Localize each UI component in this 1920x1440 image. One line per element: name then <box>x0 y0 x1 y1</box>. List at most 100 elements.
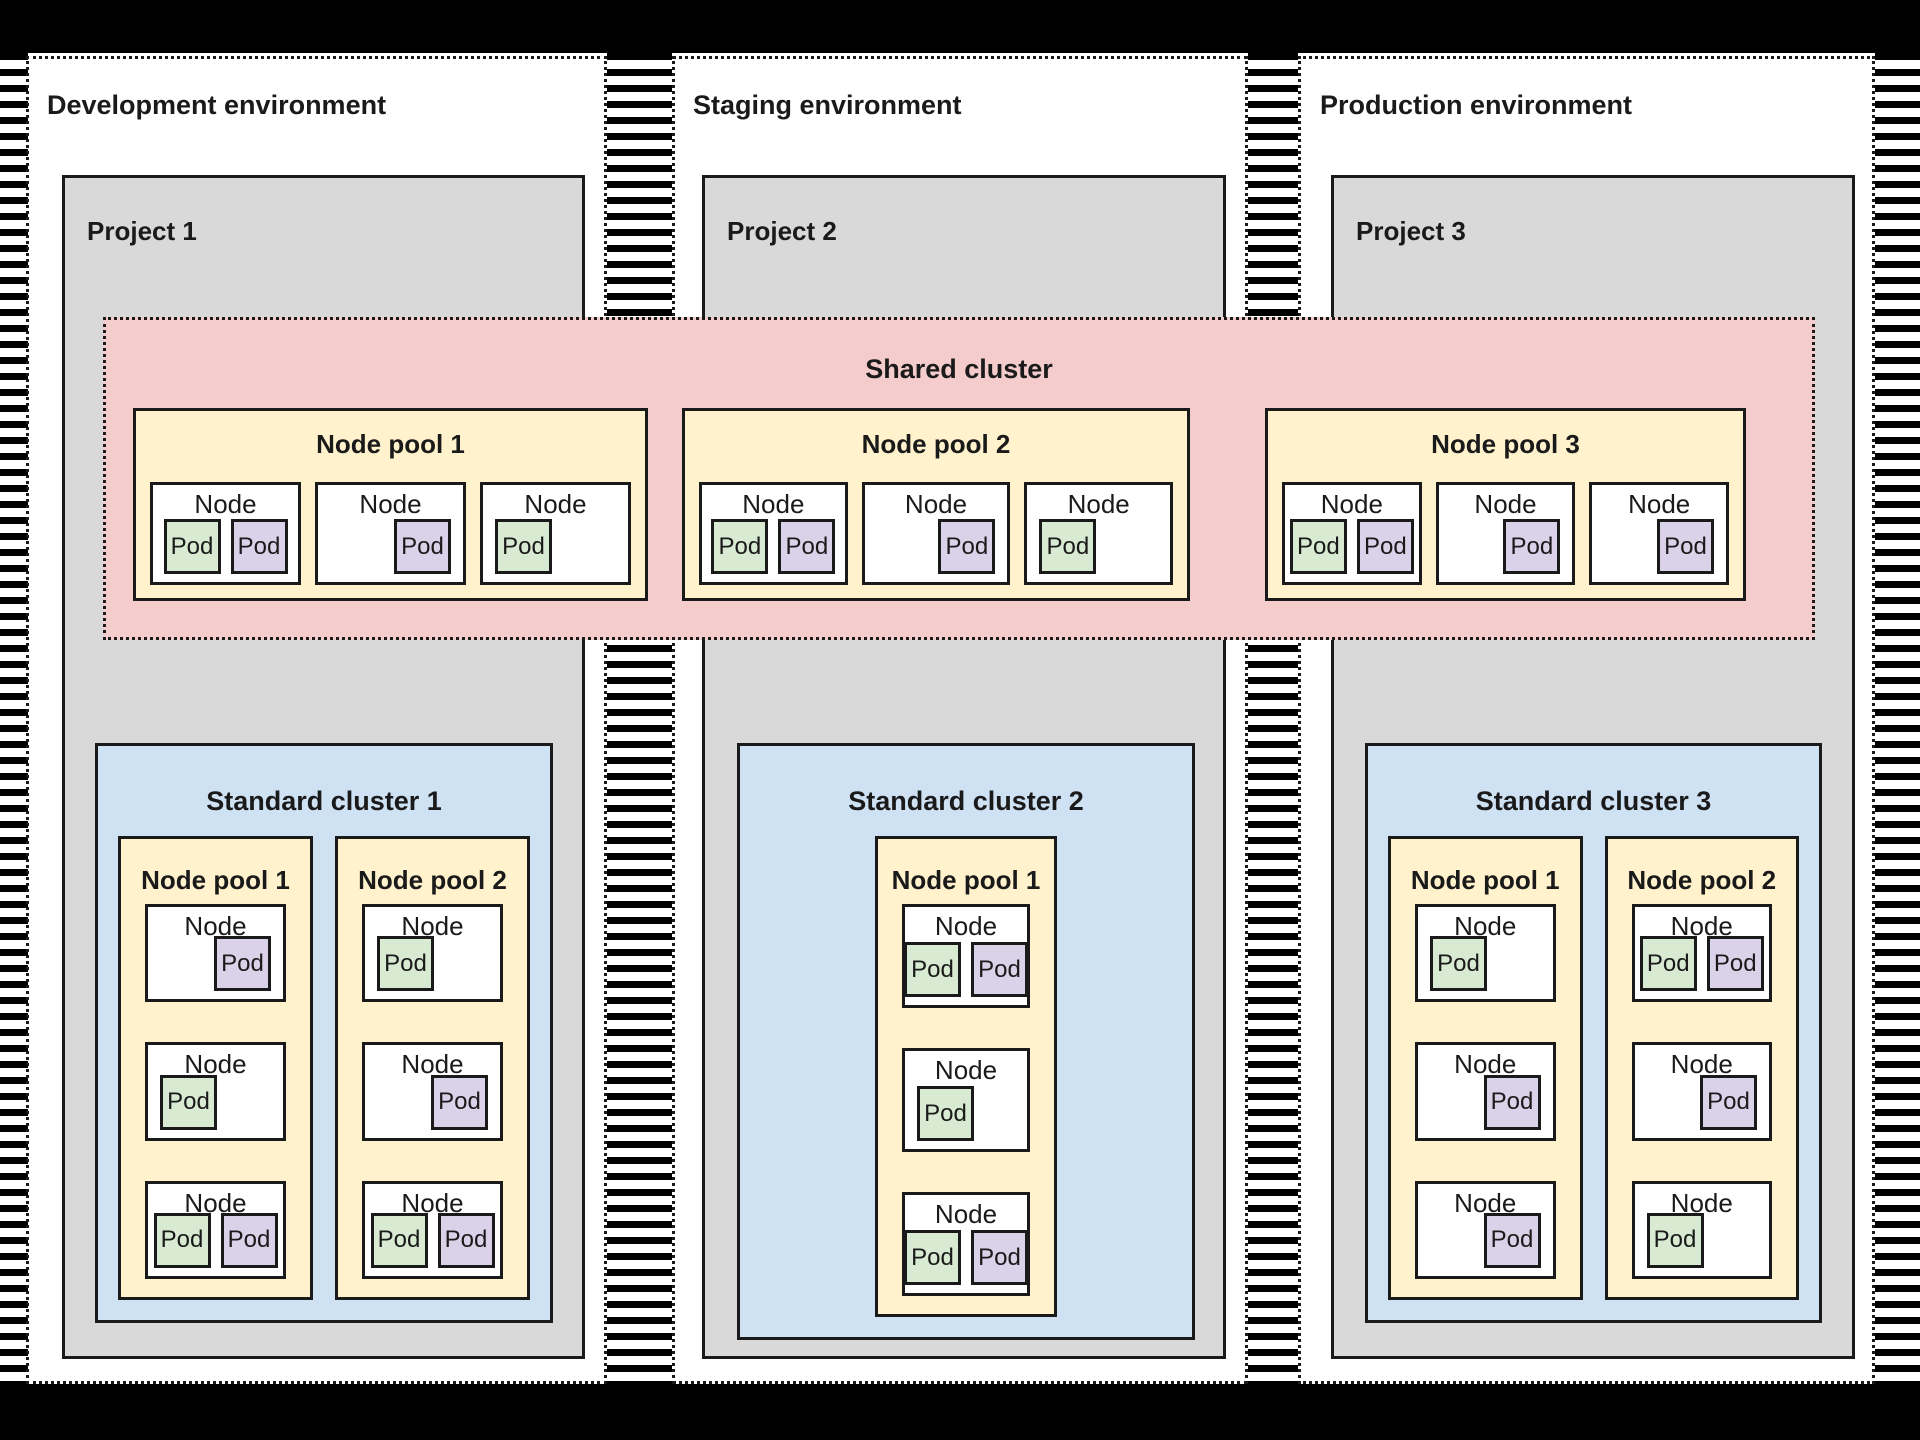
pod-row: Pod <box>1646 1212 1758 1268</box>
purple-pod: Pod <box>971 1230 1028 1285</box>
purple-pod: Pod <box>938 519 996 574</box>
purple-pod: Pod <box>1356 519 1414 574</box>
node-label: Node <box>194 489 257 519</box>
project-title: Project 1 <box>87 216 197 246</box>
node-label: Node <box>1628 489 1691 519</box>
purple-pod: Pod <box>220 1212 278 1268</box>
standard-cluster-title: Standard cluster 1 <box>206 786 442 816</box>
node-label: Node <box>401 1187 464 1218</box>
node-label: Node <box>1454 911 1517 941</box>
purple-pod: Pod <box>230 519 288 574</box>
green-pod: Pod <box>377 936 434 992</box>
node-pool-title: Node pool 3 <box>1431 429 1580 459</box>
node-label: Node <box>401 911 464 941</box>
project-title: Project 3 <box>1356 216 1466 246</box>
green-pod: Pod <box>163 519 221 574</box>
node-label: Node <box>524 489 587 519</box>
node-label: Node <box>184 911 247 941</box>
pod-row: Pod <box>160 1074 271 1130</box>
purple-pod: Pod <box>1503 519 1561 574</box>
pod-row: Pod <box>160 936 271 992</box>
pod-row: Pod <box>1604 519 1715 574</box>
green-pod: Pod <box>904 1230 961 1285</box>
purple-pod: Pod <box>971 942 1028 997</box>
green-pod: Pod <box>1039 519 1097 574</box>
pod-row: Pod <box>1039 519 1158 574</box>
node-label: Node <box>1670 911 1733 941</box>
node-pool-title: Node pool 2 <box>1627 865 1777 895</box>
node-pool-title: Node pool 2 <box>358 865 507 895</box>
pod-row: Pod <box>377 1074 488 1130</box>
node-pool-title: Node pool 1 <box>891 865 1041 895</box>
pod-row: Pod <box>877 519 996 574</box>
bottom-frame-bar <box>0 1384 1920 1440</box>
node-label: Node <box>934 1055 998 1085</box>
green-pod: Pod <box>1289 519 1347 574</box>
purple-pod: Pod <box>1657 519 1715 574</box>
green-pod: Pod <box>495 519 552 574</box>
node-label: Node <box>904 489 968 519</box>
pod-row: Pod <box>917 1086 1015 1141</box>
green-pod: Pod <box>904 942 961 997</box>
node-pool-title: Node pool 2 <box>861 429 1011 459</box>
node-pool-title: Node pool 1 <box>1410 865 1560 895</box>
node-pool-title: Node pool 1 <box>141 865 290 895</box>
purple-pod: Pod <box>1700 1074 1757 1130</box>
production-environment-boundary <box>1298 56 1875 1384</box>
standard-cluster-title: Standard cluster 3 <box>1475 786 1712 816</box>
node-label: Node <box>934 911 998 941</box>
hatch-bar-middle-2 <box>1248 53 1298 1384</box>
purple-pod: Pod <box>1483 1212 1541 1268</box>
node-label: Node <box>401 1049 464 1080</box>
pod-row: Pod <box>1430 1074 1541 1130</box>
purple-pod: Pod <box>214 936 271 992</box>
node-label: Node <box>1454 1049 1517 1080</box>
node-label: Node <box>184 1049 247 1080</box>
development-environment-boundary <box>26 56 607 1384</box>
node-label: Node <box>1670 1049 1733 1080</box>
pod-row: Pod <box>377 936 488 992</box>
hatch-bar-middle-1 <box>607 53 672 1384</box>
green-pod: Pod <box>917 1086 974 1141</box>
staging-environment-boundary <box>672 56 1248 1384</box>
environment-title: Development environment <box>47 90 387 120</box>
purple-pod: Pod <box>1483 1074 1541 1130</box>
node-label: Node <box>359 489 422 519</box>
environment-title: Staging environment <box>693 90 962 120</box>
project-title: Project 2 <box>727 216 837 246</box>
purple-pod: Pod <box>778 519 836 574</box>
shared-cluster-title: Shared cluster <box>865 354 1053 384</box>
